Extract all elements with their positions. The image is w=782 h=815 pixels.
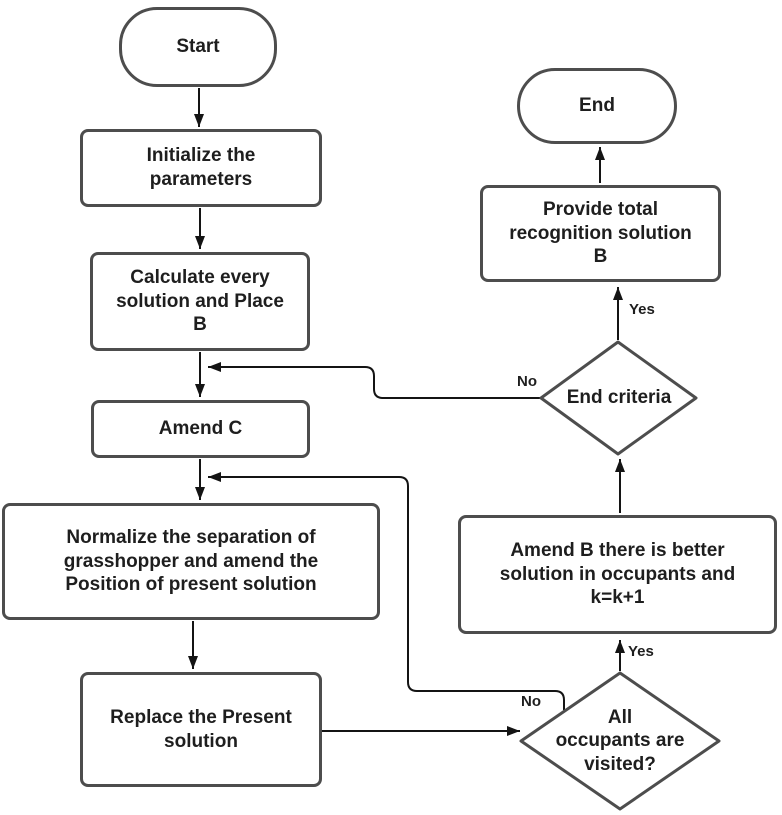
node-amend-b-label: Amend B there is better solution in occu… <box>499 540 736 609</box>
node-end-label: End <box>579 95 615 117</box>
edge-label-end-criteria-yes: Yes <box>629 301 655 318</box>
node-normalize-label: Normalize the separation of grasshopper … <box>63 527 319 596</box>
edge-label-occupants-yes: Yes <box>628 643 654 660</box>
node-end: End <box>517 68 677 144</box>
edge-label-occupants-no: No <box>521 693 541 710</box>
edge-occupants-no-feedback <box>208 472 565 710</box>
node-replace-label: Replace the Present solution <box>110 706 292 752</box>
node-amend-c-label: Amend C <box>158 418 243 440</box>
edge-end-criteria-no-feedback <box>208 362 542 399</box>
node-calculate-label: Calculate every solution and Place B <box>116 267 284 336</box>
edge-label-end-criteria-no: No <box>517 373 537 390</box>
node-start-label: Start <box>176 36 220 58</box>
node-initialize-label: Initialize the parameters <box>146 145 256 190</box>
node-initialize: Initialize the parameters <box>80 129 322 207</box>
node-amend-c: Amend C <box>91 400 310 458</box>
node-start: Start <box>119 7 277 87</box>
node-replace: Replace the Present solution <box>80 672 322 787</box>
node-end-criteria-shape <box>539 340 698 456</box>
node-normalize: Normalize the separation of grasshopper … <box>2 503 380 620</box>
node-amend-b: Amend B there is better solution in occu… <box>458 515 777 634</box>
node-provide: Provide total recognition solution B <box>480 185 721 282</box>
node-occupants-shape <box>519 671 721 811</box>
node-calculate: Calculate every solution and Place B <box>90 252 310 351</box>
node-provide-label: Provide total recognition solution B <box>509 199 692 268</box>
